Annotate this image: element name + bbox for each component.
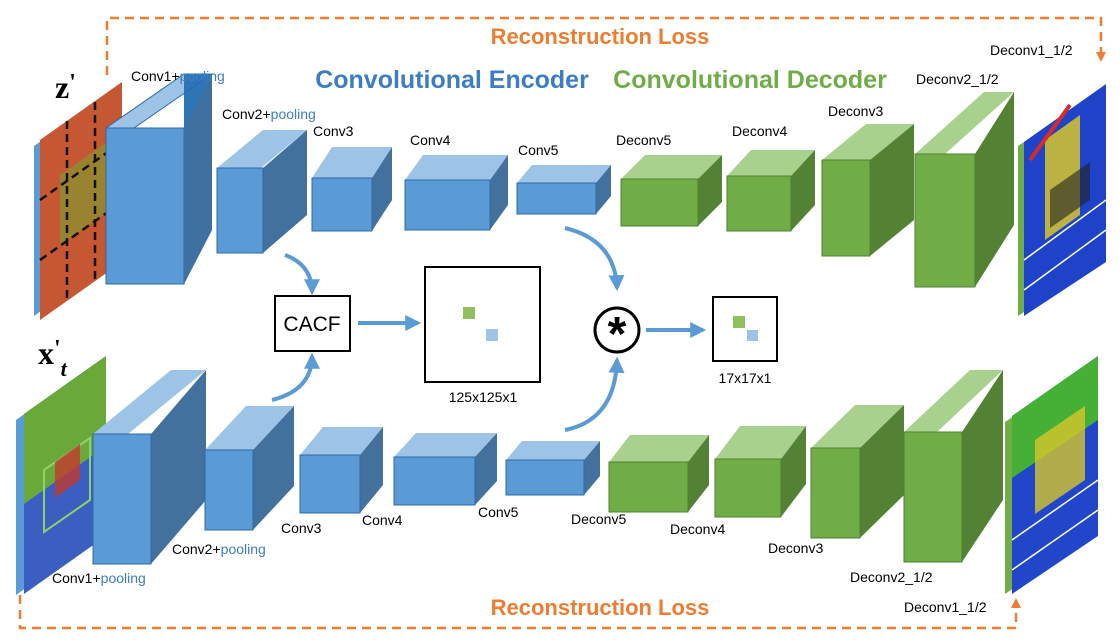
- label-deconv1-top: Deconv1_1/2: [990, 42, 1073, 58]
- input-image-x: [16, 356, 106, 595]
- label-deconv2-top: Deconv2_1/2: [916, 71, 999, 87]
- label-conv4-top: Conv4: [410, 132, 451, 148]
- block-deconv5-top: [620, 155, 722, 227]
- block-conv5-bottom: [505, 441, 600, 496]
- loss-label-top: Reconstruction Loss: [491, 24, 710, 49]
- encoder-title: Convolutional Encoder: [315, 66, 589, 94]
- block-deconv3-top: [821, 124, 914, 257]
- block-conv2-top: [216, 130, 307, 254]
- label-deconv5-bottom: Deconv5: [571, 511, 626, 527]
- label-conv2-bottom: Conv2+pooling: [172, 541, 266, 557]
- label-conv5-top: Conv5: [518, 142, 559, 158]
- input-var-x: x't: [38, 335, 68, 381]
- decoder-title: Convolutional Decoder: [613, 66, 887, 94]
- block-deconv4-bottom: [714, 426, 806, 518]
- label-deconv3-top: Deconv3: [828, 103, 883, 119]
- label-deconv5-top: Deconv5: [616, 132, 671, 148]
- block-deconv2-bottom: [903, 370, 1003, 563]
- label-conv1-bottom: Conv1+pooling: [52, 570, 146, 586]
- block-deconv3-bottom: [810, 405, 904, 539]
- block-conv3-bottom: [299, 427, 383, 514]
- map-small-size: 17x17x1: [719, 370, 772, 386]
- block-conv1-top: [104, 73, 214, 285]
- arrow-top-to-cacf: [284, 253, 320, 296]
- reconstruction-loss-top: Reconstruction Loss: [105, 16, 1106, 75]
- arrow-top-to-op: [564, 226, 625, 292]
- response-map-large: [424, 266, 541, 383]
- label-deconv2-bottom: Deconv2_1/2: [850, 569, 933, 585]
- block-deconv2-top: [914, 92, 1014, 288]
- map-large-size: 125x125x1: [449, 389, 518, 405]
- label-conv4-bottom: Conv4: [362, 512, 403, 528]
- input-image-z: [34, 82, 123, 320]
- label-conv5-bottom: Conv5: [478, 504, 519, 520]
- input-var-z: z': [55, 69, 76, 105]
- label-conv2-top: Conv2+pooling: [222, 106, 316, 122]
- operator-symbol: *: [608, 308, 627, 361]
- cacf-label: CACF: [283, 313, 340, 336]
- label-conv1-top: Conv1+pooling: [131, 68, 225, 84]
- loss-label-bottom: Reconstruction Loss: [491, 595, 710, 620]
- reconstruction-loss-bottom: Reconstruction Loss: [18, 595, 1021, 630]
- block-conv1-bottom: [92, 370, 206, 565]
- label-deconv3-bottom: Deconv3: [768, 540, 823, 556]
- label-deconv4-bottom: Deconv4: [670, 521, 725, 537]
- label-deconv1-bottom: Deconv1_1/2: [904, 599, 987, 615]
- block-conv4-bottom: [393, 433, 497, 506]
- response-map-small: [712, 296, 778, 362]
- output-image-bottom: [1005, 356, 1099, 594]
- cacf-box: CACF: [274, 295, 351, 352]
- arrow-bottom-to-op: [564, 356, 625, 432]
- label-deconv4-top: Deconv4: [732, 123, 787, 139]
- block-conv4-top: [404, 155, 508, 231]
- label-conv3-bottom: Conv3: [281, 520, 322, 536]
- arrow-bottom-to-cacf: [271, 352, 320, 402]
- block-deconv5-bottom: [608, 435, 709, 513]
- block-deconv4-top: [726, 150, 815, 232]
- block-conv3-top: [311, 147, 392, 232]
- correlation-operator: *: [593, 306, 641, 361]
- output-image-top: [1018, 84, 1107, 316]
- block-conv5-top: [516, 165, 611, 215]
- label-conv3-top: Conv3: [313, 123, 354, 139]
- block-conv2-bottom: [204, 406, 294, 531]
